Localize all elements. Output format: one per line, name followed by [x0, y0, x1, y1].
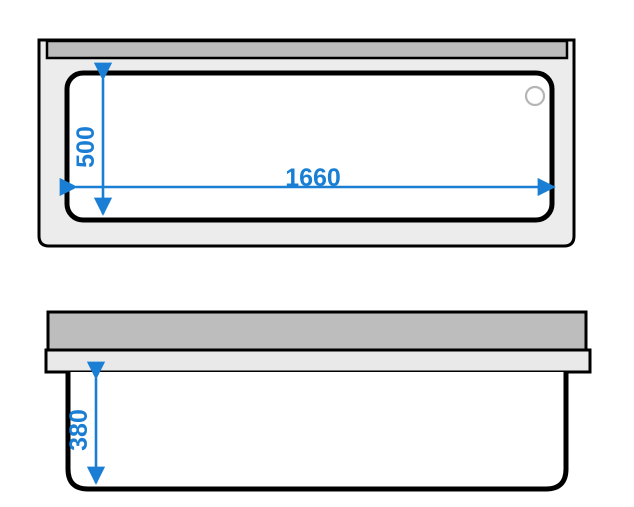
bowl-body: [65, 372, 569, 492]
dimension-label-depth: 500: [72, 126, 100, 168]
dimension-label-width: 1660: [285, 164, 341, 192]
drain-hole-icon: [524, 85, 546, 107]
back-splash-panel: [46, 310, 588, 352]
bowl-opening: [64, 70, 555, 223]
top-view-group: 1660 500: [37, 38, 576, 248]
back-splash-bar: [45, 39, 569, 60]
front-view-group: 380: [44, 310, 592, 492]
top-rim-strip: [44, 348, 592, 374]
dimension-label-height: 380: [65, 409, 93, 451]
